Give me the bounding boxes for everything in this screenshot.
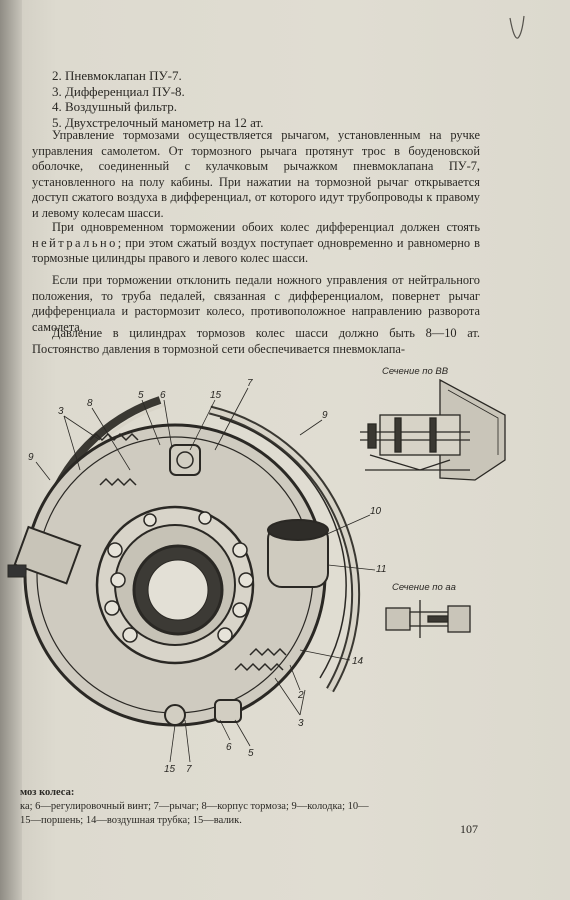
section-aa-drawing bbox=[385, 600, 471, 638]
callout-11: 11 bbox=[376, 564, 386, 575]
callout-10: 10 bbox=[370, 506, 382, 517]
callout-7-bottom: 7 bbox=[186, 764, 192, 775]
text-span: ; при этом сжатый воздух поступает однов… bbox=[32, 235, 480, 266]
page-number: 107 bbox=[460, 822, 478, 836]
caption-prefix: 15— bbox=[20, 815, 41, 826]
callout-3-left: 3 bbox=[58, 406, 64, 417]
caption-line: ка; 6—регулировочный винт; 7—рычаг; 8—ко… bbox=[20, 800, 480, 814]
callout-5-top: 5 bbox=[138, 390, 144, 401]
paragraph-pressure: Давление в цилиндрах тормозов колес шасс… bbox=[32, 326, 480, 356]
callout-2: 2 bbox=[297, 690, 304, 701]
list-item: 5. Двухстрелочный манометр на 12 ат. bbox=[52, 114, 264, 130]
callout-15-bottom: 15 bbox=[164, 764, 176, 775]
caption-text: поршень; 14—воздушная трубка; 15—валик. bbox=[41, 815, 242, 826]
callout-15-top: 15 bbox=[210, 390, 222, 401]
callout-9-right: 9 bbox=[322, 410, 328, 421]
caption-prefix: ка; bbox=[20, 801, 36, 812]
section-bb-label: Сечение по ВВ bbox=[382, 366, 449, 377]
callout-9-left: 9 bbox=[28, 452, 34, 463]
callout-14: 14 bbox=[352, 656, 364, 667]
callout-6-top: 6 bbox=[160, 390, 166, 401]
callout-5-bottom: 5 bbox=[248, 748, 254, 759]
callout-6-bottom: 6 bbox=[226, 742, 232, 753]
list-item: 4. Воздушный фильтр. bbox=[52, 99, 177, 114]
callout-8: 8 bbox=[87, 398, 93, 409]
caption-text: 6—регулировочный винт; 7—рычаг; 8—корпус… bbox=[35, 801, 369, 812]
callout-7-top: 7 bbox=[247, 378, 253, 389]
paragraph-pedal-deflection: Если при торможении отклонить педали нож… bbox=[32, 273, 480, 334]
text-span: При одновременном торможении обоих колес… bbox=[52, 220, 480, 234]
binding-shadow bbox=[0, 0, 22, 900]
paragraph-brake-control: Управление тормозами осуществляется рыча… bbox=[32, 128, 480, 220]
figure-caption: моз колеса: ка; 6—регулировочный винт; 7… bbox=[20, 786, 480, 828]
caption-line: 15—поршень; 14—воздушная трубка; 15—вали… bbox=[20, 814, 480, 828]
section-aa-label: Сечение по аа bbox=[392, 582, 456, 593]
component-list: 2. Пневмоклапан ПУ-7. 3. Дифференциал ПУ… bbox=[52, 68, 263, 130]
brake-drum-assembly bbox=[7, 387, 376, 763]
callout-3-bottom: 3 bbox=[298, 718, 304, 729]
spaced-word: нейтрально bbox=[32, 235, 118, 250]
list-item: 2. Пневмоклапан ПУ-7. bbox=[52, 68, 182, 83]
brake-figure: 5 6 15 7 8 3 9 9 10 11 14 2 3 6 5 15 7 С… bbox=[7, 366, 506, 775]
pencil-mark bbox=[509, 15, 525, 39]
section-bb-drawing bbox=[360, 378, 506, 481]
paragraph-simultaneous-braking: При одновременном торможении обоих колес… bbox=[32, 220, 480, 267]
list-item: 3. Дифференциал ПУ-8. bbox=[52, 83, 185, 99]
caption-title: моз колеса: bbox=[20, 787, 75, 798]
